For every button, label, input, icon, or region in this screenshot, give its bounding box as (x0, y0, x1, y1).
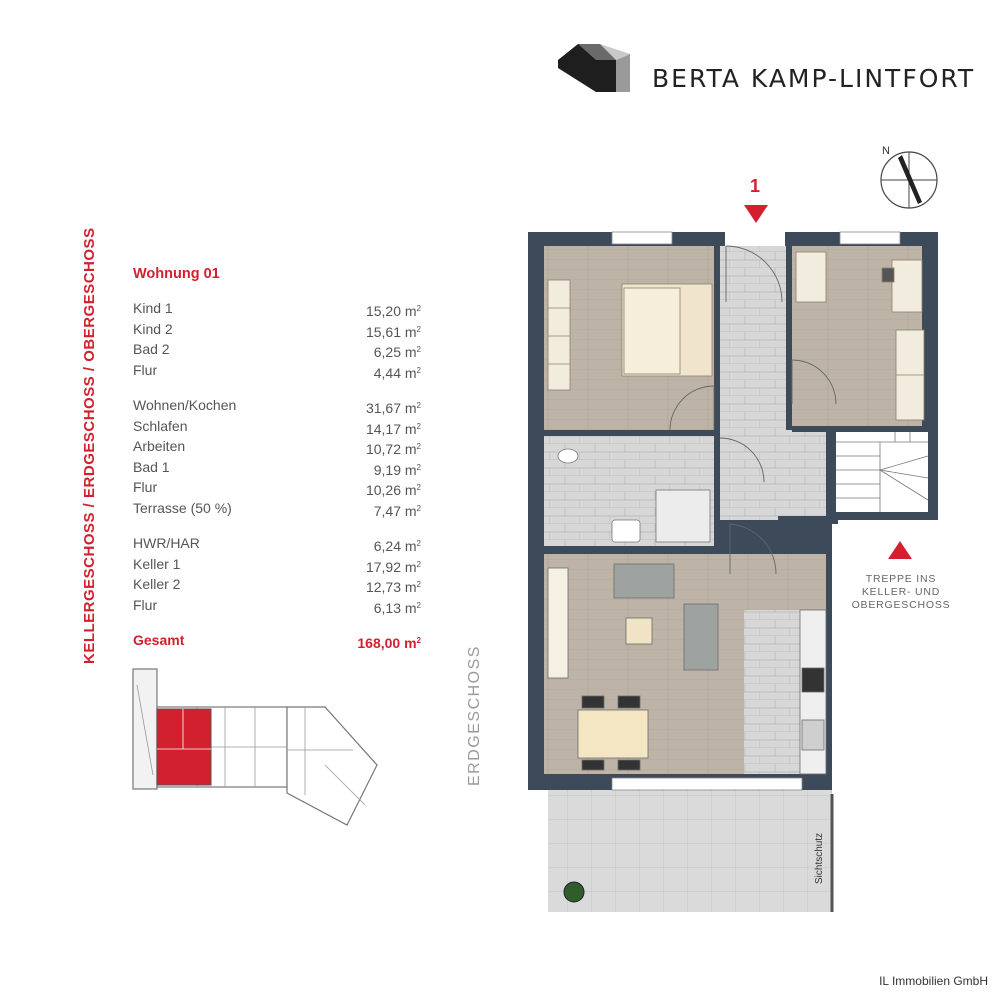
room-area: 10,26 m2 (365, 482, 421, 498)
room-area: 6,24 m2 (373, 538, 421, 554)
room-name: Bad 2 (133, 341, 170, 357)
room-name: HWR/HAR (133, 535, 200, 551)
room-row: Bad 1 9,19 m2 (133, 459, 421, 480)
room-area: 9,19 m2 (373, 461, 421, 478)
entrance-arrow-icon (744, 205, 768, 223)
room-area: 4,44 m2 (373, 364, 421, 381)
brand-logo: BERTA KAMP-LINTFORT (556, 40, 973, 100)
room-row: Bad 2 6,25 m2 (133, 341, 421, 362)
room-name: Kind 1 (133, 300, 173, 316)
stair-arrow-icon (888, 541, 912, 559)
floor-label: ERDGESCHOSS (466, 645, 483, 786)
stair-note-line-3: OBERGESCHOSS (851, 599, 951, 611)
room-row: Kind 1 15,20 m2 (133, 300, 421, 321)
room-area: 12,73 m2 (365, 579, 421, 595)
room-row: Schlafen 14,17 m2 (133, 418, 421, 439)
room-name: Schlafen (133, 417, 188, 434)
total-label: Gesamt (133, 632, 185, 648)
total-row: Gesamt 168,00 m2 (133, 632, 421, 653)
room-name: Arbeiten (133, 438, 186, 454)
room-row: Keller 1 17,92 m2 (133, 556, 421, 577)
site-plan-thumbnail (132, 668, 378, 826)
apartment-title: Wohnung 01 (133, 266, 220, 282)
room-area: 15,61 m2 (365, 323, 421, 340)
compass-icon: N (880, 145, 938, 209)
room-name: Flur (133, 596, 158, 613)
room-row: HWR/HAR 6,24 m2 (133, 535, 421, 556)
floor-list-title: KELLERGESCHOSS / ERDGESCHOSS / OBERGESCH… (81, 227, 98, 664)
terrace (548, 790, 832, 912)
room-name: Kind 2 (133, 320, 173, 337)
room-area: 6,13 m2 (373, 599, 421, 616)
brand-name: BERTA KAMP-LINTFORT (652, 64, 976, 93)
plant-icon (563, 881, 585, 903)
room-row: Flur 6,13 m2 (133, 597, 421, 618)
room-row: Terrasse (50 %) 7,47 m2 (133, 500, 421, 521)
room-name: Wohnen/Kochen (133, 397, 237, 413)
room-groups: Kind 1 15,20 m2 Kind 2 15,61 m2 Bad 2 6,25 m2… (133, 300, 421, 617)
room-name: Flur (133, 361, 158, 378)
room-area: 31,67 m2 (365, 400, 421, 416)
room-area: 15,20 m2 (365, 303, 421, 319)
privacy-screen-label: Sichtschutz (814, 832, 825, 884)
total-area: 168,00 m2 (357, 635, 421, 651)
room-area: 14,17 m2 (365, 420, 421, 437)
room-name: Keller 1 (133, 555, 181, 572)
room-name: Flur (133, 479, 158, 495)
room-area: 17,92 m2 (365, 558, 421, 575)
room-row: Flur 10,26 m2 (133, 479, 421, 500)
room-row: Arbeiten 10,72 m2 (133, 438, 421, 459)
stair-note-line-2: KELLER- UND (861, 586, 941, 598)
stair-note: TREPPE INS KELLER- UND OBERGESCHOSS (836, 573, 966, 612)
room-row: Wohnen/Kochen 31,67 m2 (133, 397, 421, 418)
room-group: HWR/HAR 6,24 m2 Keller 1 17,92 m2 Keller 2 12… (133, 535, 421, 617)
floor-plan (528, 231, 938, 912)
room-row: Flur 4,44 m2 (133, 362, 421, 383)
room-name: Bad 1 (133, 458, 170, 475)
room-area: 7,47 m2 (373, 502, 421, 519)
logo-mark (558, 44, 630, 92)
room-group: Kind 1 15,20 m2 Kind 2 15,61 m2 Bad 2 6,25 m2… (133, 300, 421, 382)
room-area: 10,72 m2 (365, 441, 421, 457)
room-area: 6,25 m2 (373, 344, 421, 360)
room-name: Terrasse (50 %) (133, 499, 232, 516)
compass-north-label: N (882, 145, 890, 157)
room-row: Kind 2 15,61 m2 (133, 321, 421, 342)
room-row: Keller 2 12,73 m2 (133, 576, 421, 597)
room-name: Keller 2 (133, 576, 181, 592)
stair-note-line-1: TREPPE INS (865, 573, 937, 585)
entrance-number: 1 (750, 176, 761, 196)
copyright: IL Immobilien GmbH (879, 974, 988, 988)
